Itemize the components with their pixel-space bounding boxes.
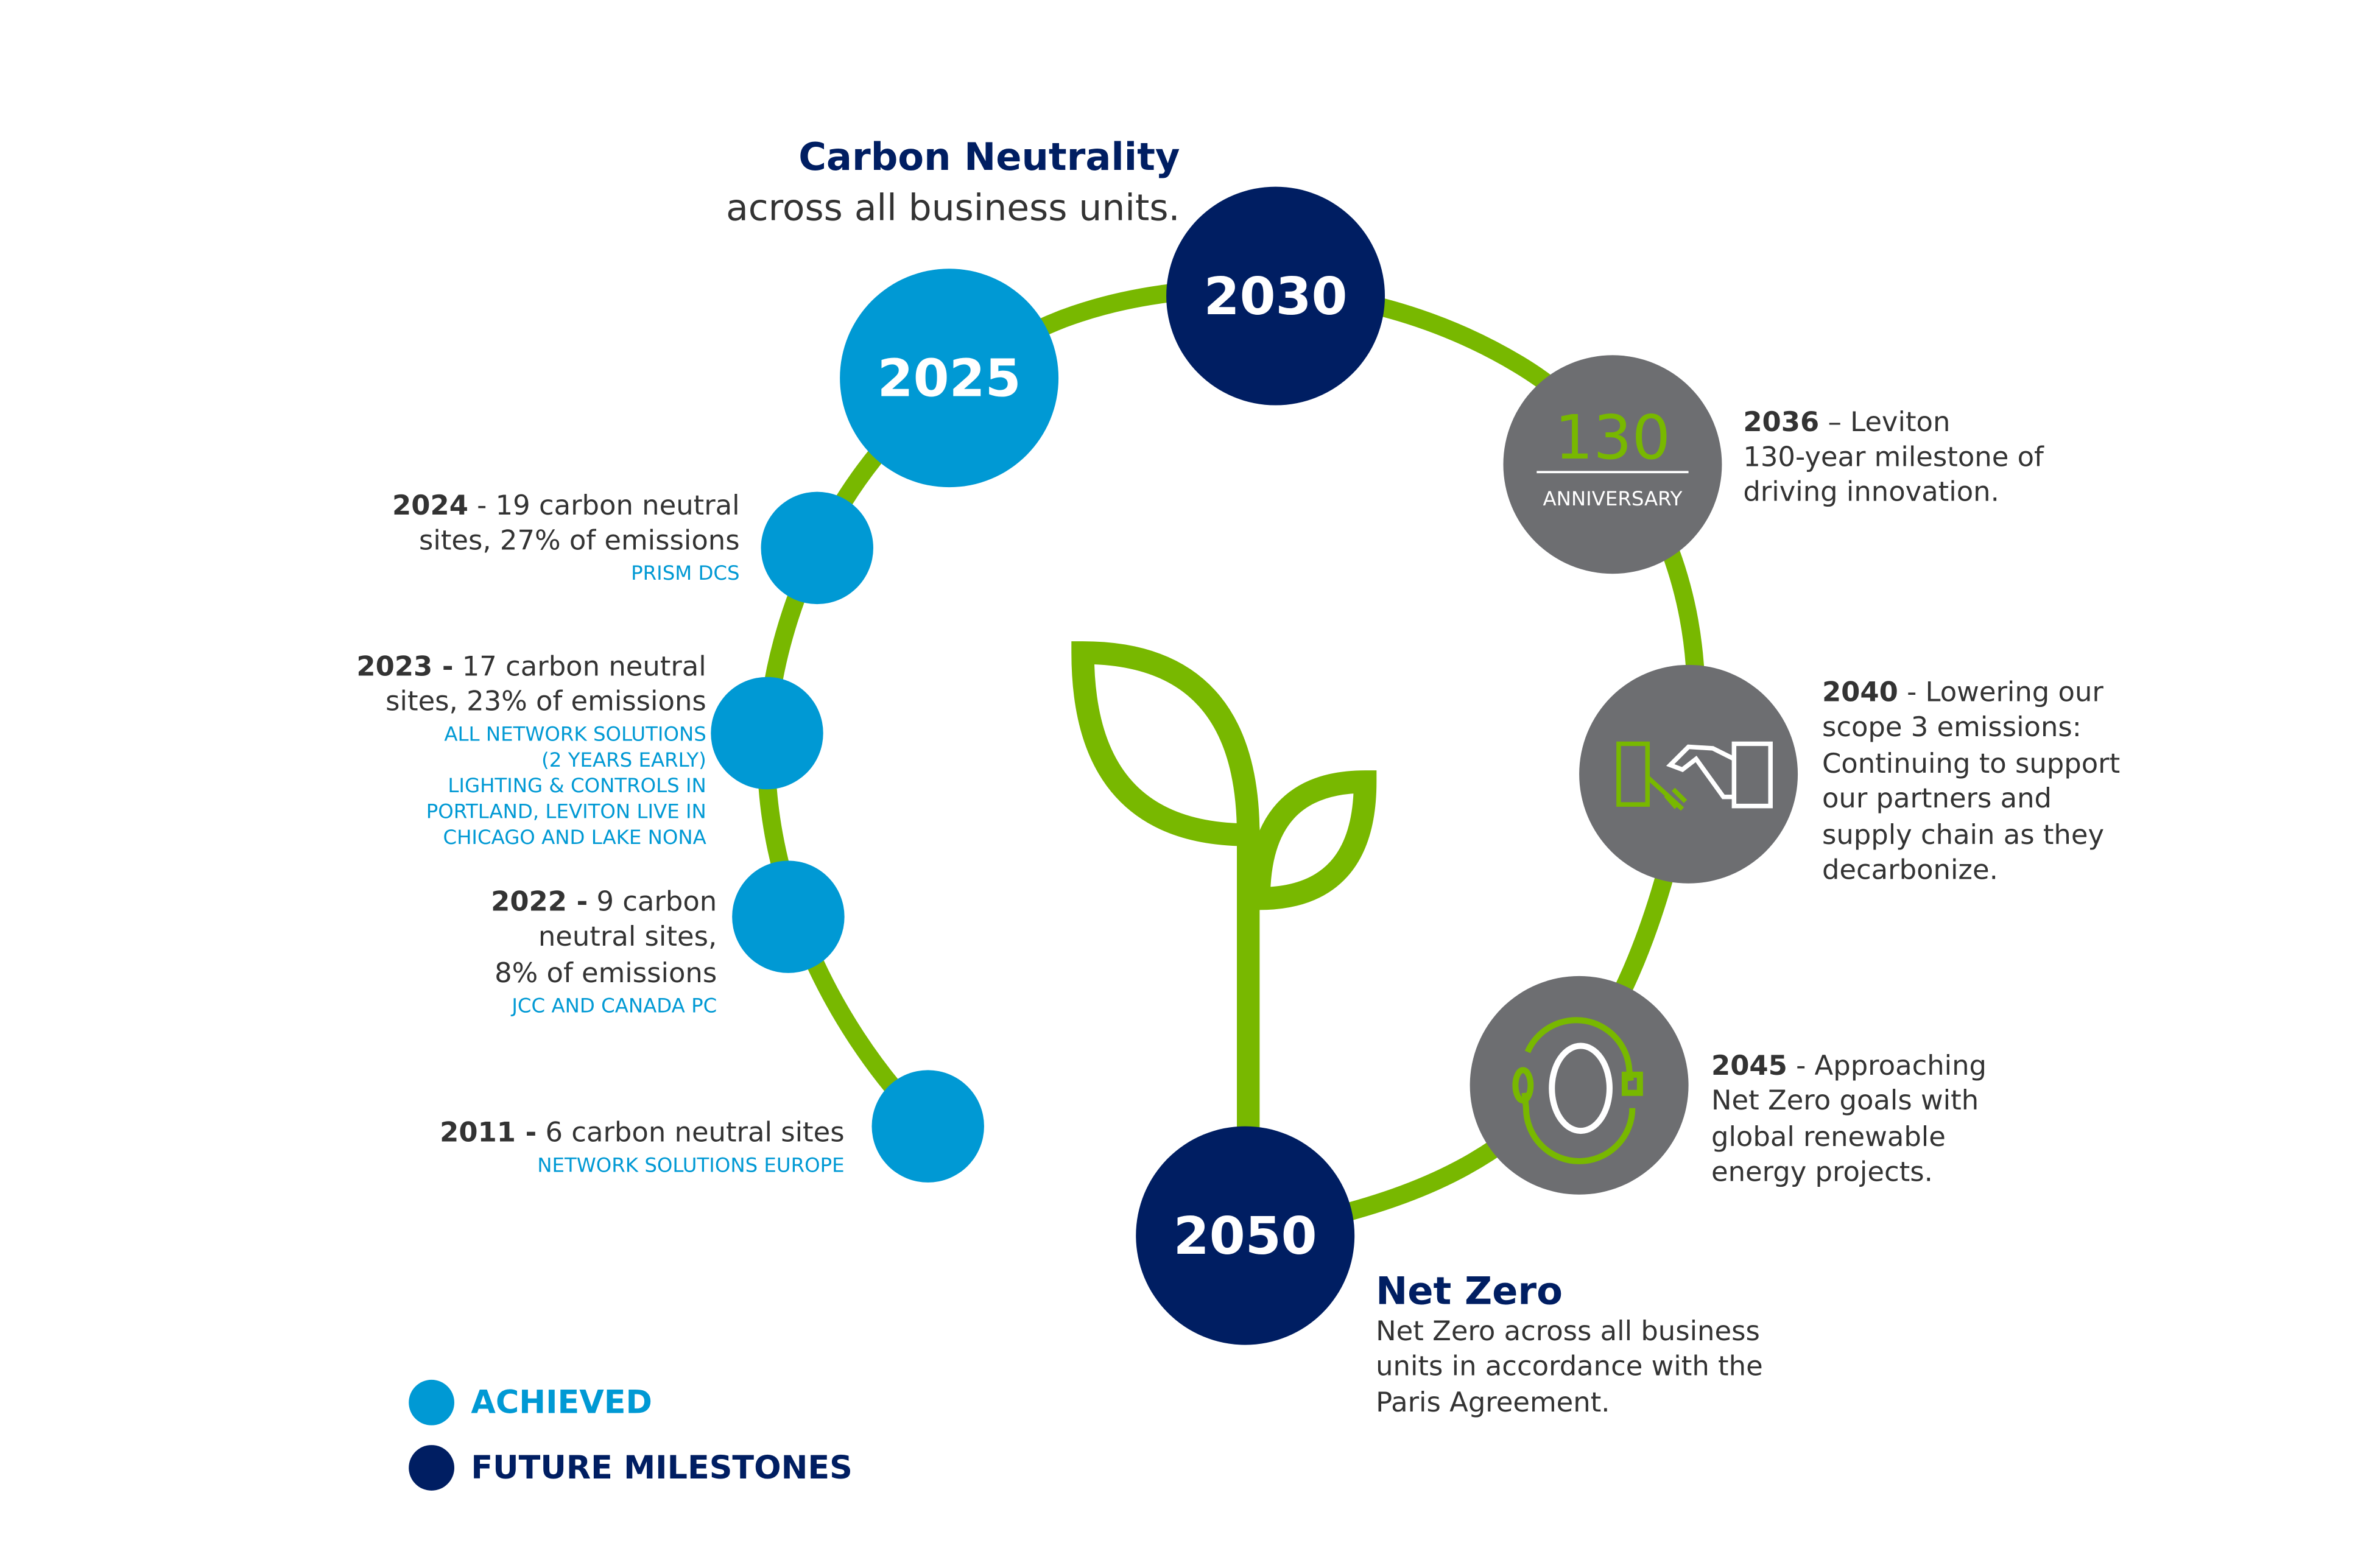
svg-text:PORTLAND, LEVITON LIVE IN: PORTLAND, LEVITON LIVE IN (426, 800, 706, 823)
svg-text:JCC AND CANADA PC: JCC AND CANADA PC (510, 994, 717, 1018)
legend-future-swatch (409, 1445, 454, 1491)
svg-text:Net Zero: Net Zero (1376, 1268, 1563, 1313)
svg-text:CHICAGO AND LAKE NONA: CHICAGO AND LAKE NONA (443, 826, 706, 849)
svg-text:Continuing to support: Continuing to support (1822, 747, 2120, 779)
svg-text:2050: 2050 (1174, 1206, 1317, 1266)
svg-text:2040 - Lowering our: 2040 - Lowering our (1822, 676, 2103, 708)
svg-text:8% of emissions: 8% of emissions (495, 957, 717, 989)
legend-achieved-swatch (409, 1379, 454, 1426)
svg-text:2023 - 17 carbon neutral: 2023 - 17 carbon neutral (356, 650, 706, 682)
milestone-2030: 2030 (1166, 186, 1385, 406)
milestone-2024-dot (761, 491, 873, 605)
svg-text:NETWORK SOLUTIONS EUROPE: NETWORK SOLUTIONS EUROPE (537, 1153, 844, 1176)
milestone-2011-text: 2011 - 6 carbon neutral sites NETWORK SO… (440, 1116, 844, 1177)
svg-text:2045 - Approaching: 2045 - Approaching (1711, 1049, 1987, 1081)
renewable-plug-icon (1512, 1017, 1643, 1164)
svg-text:scope 3 emissions:: scope 3 emissions: (1822, 711, 2082, 743)
svg-text:ALL NETWORK SOLUTIONS: ALL NETWORK SOLUTIONS (444, 722, 706, 745)
svg-text:supply chain as they: supply chain as they (1822, 818, 2104, 851)
sprout-icon (1071, 641, 1377, 1136)
handshake-icon (1616, 741, 1773, 811)
milestone-2036-text: 2036 – Leviton 130-year milestone of dri… (1743, 406, 2044, 508)
svg-text:2025: 2025 (878, 348, 1021, 409)
milestone-2023-text: 2023 - 17 carbon neutral sites, 23% of e… (356, 650, 706, 849)
milestone-2025: 2025 (840, 269, 1059, 488)
svg-text:Paris Agreement.: Paris Agreement. (1376, 1386, 1610, 1418)
svg-text:(2 YEARS EARLY): (2 YEARS EARLY) (541, 748, 706, 772)
svg-text:PRISM DCS: PRISM DCS (631, 561, 740, 585)
svg-text:driving innovation.: driving innovation. (1743, 476, 1999, 508)
svg-text:2024 - 19 carbon neutral: 2024 - 19 carbon neutral (392, 489, 740, 521)
milestone-2011-dot (871, 1070, 984, 1183)
svg-text:2030: 2030 (1204, 266, 1348, 326)
carbon-neutrality-title: Carbon Neutrality (798, 135, 1180, 179)
svg-text:sites, 23% of emissions: sites, 23% of emissions (385, 685, 706, 717)
milestone-2040-text: 2040 - Lowering our scope 3 emissions: C… (1822, 676, 2120, 886)
svg-text:2022 - 9 carbon: 2022 - 9 carbon (491, 885, 717, 918)
svg-text:2011 - 6 carbon neutral sites: 2011 - 6 carbon neutral sites (440, 1116, 844, 1148)
milestone-2023-dot (711, 677, 823, 790)
milestone-2045-text: 2045 - Approaching Net Zero goals with g… (1711, 1049, 1987, 1187)
svg-text:our partners and: our partners and (1822, 782, 2052, 814)
milestone-2050-text: Net Zero Net Zero across all business un… (1376, 1268, 1763, 1418)
svg-text:decarbonize.: decarbonize. (1822, 853, 1998, 885)
milestone-2024-text: 2024 - 19 carbon neutral sites, 27% of e… (392, 489, 740, 585)
svg-text:2036 – Leviton: 2036 – Leviton (1743, 406, 1950, 438)
svg-text:units in accordance with the: units in accordance with the (1376, 1349, 1763, 1382)
milestone-2036: 130 ANNIVERSARY (1503, 355, 1722, 574)
legend-achieved-label: ACHIEVED (471, 1384, 652, 1421)
svg-text:sites, 27% of emissions: sites, 27% of emissions (419, 524, 740, 556)
anniversary-label: ANNIVERSARY (1543, 487, 1683, 510)
svg-text:LIGHTING & CONTROLS IN: LIGHTING & CONTROLS IN (448, 774, 706, 797)
svg-text:Net Zero goals with: Net Zero goals with (1711, 1084, 1979, 1116)
milestone-2022-dot (732, 860, 845, 973)
svg-text:Net Zero across all business: Net Zero across all business (1376, 1315, 1760, 1347)
svg-text:global renewable: global renewable (1711, 1120, 1946, 1153)
milestone-2050: 2050 (1136, 1126, 1355, 1345)
legend: ACHIEVED FUTURE MILESTONES (409, 1379, 853, 1491)
anniversary-number: 130 (1555, 402, 1670, 473)
svg-text:neutral sites,: neutral sites, (538, 920, 717, 952)
milestone-2022-text: 2022 - 9 carbon neutral sites, 8% of emi… (491, 885, 717, 1018)
milestone-2045 (1470, 976, 1689, 1195)
milestone-2040 (1579, 664, 1798, 884)
svg-text:energy projects.: energy projects. (1711, 1155, 1933, 1187)
svg-text:130-year milestone of: 130-year milestone of (1743, 440, 2044, 473)
carbon-neutrality-subtitle: across all business units. (726, 186, 1180, 229)
legend-future-label: FUTURE MILESTONES (471, 1449, 852, 1486)
